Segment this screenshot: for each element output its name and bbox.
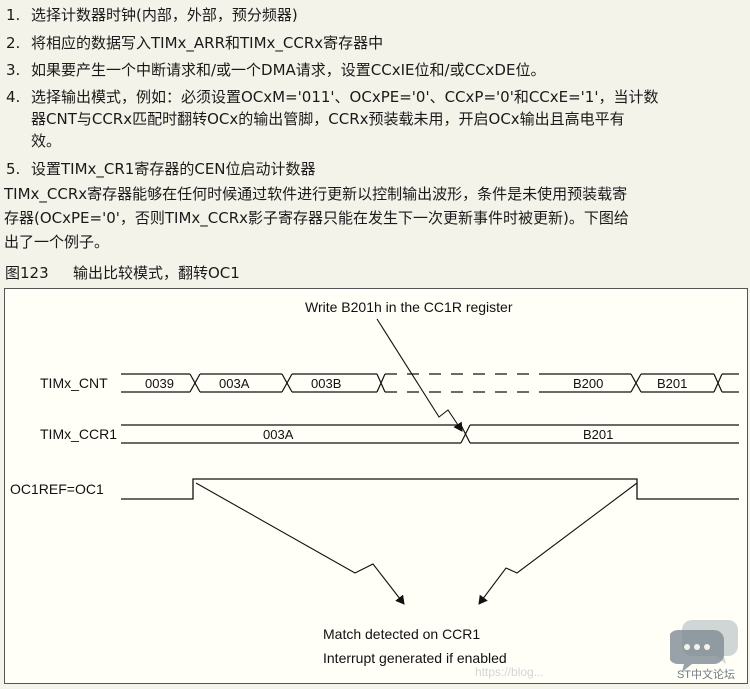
ccr-value: B201 xyxy=(583,427,613,442)
forum-badge-text: ST中文论坛 xyxy=(677,667,735,680)
ccr-value: 003A xyxy=(263,427,294,442)
chat-bubble-icon: ST中文论坛 xyxy=(668,620,738,681)
step-number: 5. xyxy=(6,160,21,178)
cnt-value: B200 xyxy=(573,376,603,391)
forum-badge: ST中文论坛 xyxy=(668,614,742,681)
ccr-bus xyxy=(121,424,739,444)
figure-title: 输出比较模式，翻转OC1 xyxy=(73,264,240,282)
step-text-line: 效。 xyxy=(31,132,62,150)
signal-label-ocref: OC1REF=OC1 xyxy=(10,481,104,497)
cnt-value: 003A xyxy=(219,376,250,391)
step-text-line: 选择输出模式，例如：必须设置OCxM='011'、OCxPE='0'、CCxP=… xyxy=(31,88,659,106)
signal-label-ccr: TIMx_CCR1 xyxy=(40,426,117,442)
step-number: 1. xyxy=(6,6,21,24)
step-number: 2. xyxy=(6,34,21,52)
cnt-value: 003B xyxy=(311,376,341,391)
paragraph-line: TIMx_CCRx寄存器能够在任何时候通过软件进行更新以控制输出波形，条件是未使… xyxy=(4,185,628,203)
match-arrow-left xyxy=(195,482,405,605)
step-number: 4. xyxy=(6,88,21,106)
paragraph-line: 存器(OCxPE='0'，否则TIMx_CCRx影子寄存器只能在发生下一次更新事… xyxy=(4,209,629,227)
ocref-waveform xyxy=(121,478,739,500)
write-arrow xyxy=(376,318,463,432)
match-arrow-right xyxy=(478,482,638,605)
step-text: 如果要产生一个中断请求和/或一个DMA请求，设置CCxIE位和/或CCxDE位。 xyxy=(31,61,546,79)
cnt-value: 0039 xyxy=(145,376,174,391)
watermark: https://blog... xyxy=(475,665,544,679)
timing-diagram-svg: Write B201h in the CC1R register TIMx_CN… xyxy=(10,299,739,679)
interrupt-annotation: Interrupt generated if enabled xyxy=(323,650,507,666)
timing-diagram: Write B201h in the CC1R register TIMx_CN… xyxy=(4,288,748,684)
step-text: 选择计数器时钟(内部，外部，预分频器) xyxy=(31,6,298,24)
figure-caption: 图123 输出比较模式，翻转OC1 xyxy=(5,262,240,284)
step-text-line: 器CNT与CCRx匹配时翻转OCx的输出管脚，CCRx预装载未用，开启OCx输出… xyxy=(31,110,625,128)
match-annotation: Match detected on CCR1 xyxy=(323,626,480,642)
cnt-bus xyxy=(121,373,739,393)
paragraph-line: 出了一个例子。 xyxy=(4,233,110,251)
step-text: 将相应的数据写入TIMx_ARR和TIMx_CCRx寄存器中 xyxy=(31,34,384,52)
write-annotation: Write B201h in the CC1R register xyxy=(305,299,513,315)
figure-label: 图123 xyxy=(5,264,49,282)
step-text: 设置TIMx_CR1寄存器的CEN位启动计数器 xyxy=(31,160,316,178)
cnt-value: B201 xyxy=(657,376,687,391)
step-number: 3. xyxy=(6,61,21,79)
signal-label-cnt: TIMx_CNT xyxy=(40,375,108,391)
